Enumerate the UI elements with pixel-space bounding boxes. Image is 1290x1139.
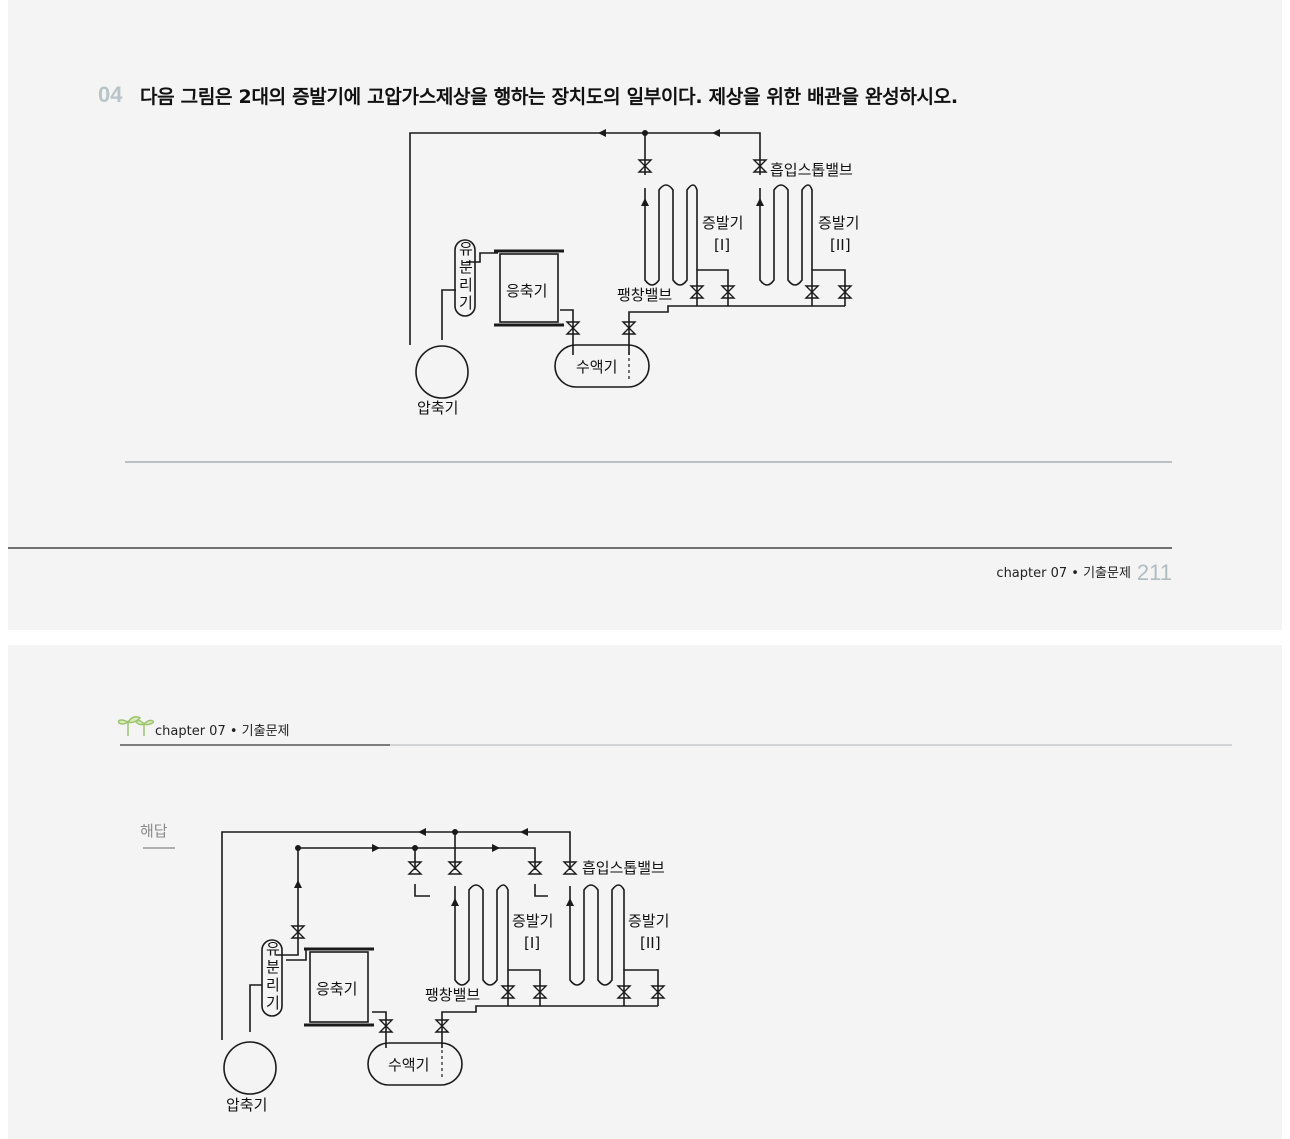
oil-separator-label-3: 리 [459, 276, 473, 294]
evaporator-1-number: [I] [714, 236, 730, 254]
answer-diagram: 유 분 리 기 응축기 압축기 수액기 팽창밸브 증발기 [I] 증발기 [II… [120, 744, 1232, 1114]
answer-oil-separator-label-4: 기 [266, 994, 280, 1012]
answer-oil-separator-label-2: 분 [266, 958, 280, 976]
oil-separator-label-4: 기 [459, 294, 473, 312]
evaporator-2-number: [II] [830, 236, 851, 254]
page-bottom [8, 645, 1282, 1139]
answer-compressor-label: 압축기 [226, 1096, 267, 1114]
answer-oil-separator-label-1: 유 [266, 940, 280, 958]
answer-evaporator-1-number: [I] [524, 934, 540, 952]
answer-expansion-valve-label: 팽창밸브 [425, 986, 480, 1004]
leaf-icon [118, 715, 154, 736]
question-text: 다음 그림은 2대의 증발기에 고압가스제상을 행하는 장치도의 일부이다. 제… [140, 86, 958, 108]
footer-chapter: chapter 07 • 기출문제 [996, 566, 1131, 581]
page-top [8, 0, 1282, 630]
suction-stop-valve-label: 흡입스톱밸브 [770, 161, 853, 179]
answer-label: 해답 [140, 822, 168, 840]
question-diagram: 유 분 리 기 응축기 압축기 수액기 팽창밸브 증발기 [I] 증발기 [II… [8, 129, 1172, 549]
evaporator-2-label: 증발기 [818, 214, 859, 232]
answer-condenser-label: 응축기 [316, 980, 357, 998]
oil-separator-label-2: 분 [459, 258, 473, 276]
answer-evaporator-2-label: 증발기 [628, 912, 669, 930]
answer-suction-stop-valve-label: 흡입스톱밸브 [582, 859, 665, 877]
answer-receiver-label: 수액기 [388, 1056, 429, 1074]
answer-evaporator-2-number: [II] [640, 934, 661, 952]
answer-oil-separator-label-3: 리 [266, 976, 280, 994]
page-number: 211 [1136, 560, 1172, 585]
oil-separator-label-1: 유 [459, 240, 473, 258]
compressor-label: 압축기 [417, 399, 458, 417]
condenser-label: 응축기 [506, 282, 547, 300]
page-footer: chapter 07 • 기출문제 211 [996, 560, 1172, 586]
expansion-valve-label: 팽창밸브 [617, 286, 672, 304]
receiver-label: 수액기 [576, 358, 617, 376]
evaporator-1-label: 증발기 [702, 214, 743, 232]
question-number: 04 [98, 82, 123, 107]
page-header: chapter 07 • 기출문제 [155, 724, 290, 739]
answer-evaporator-1-label: 증발기 [512, 912, 553, 930]
